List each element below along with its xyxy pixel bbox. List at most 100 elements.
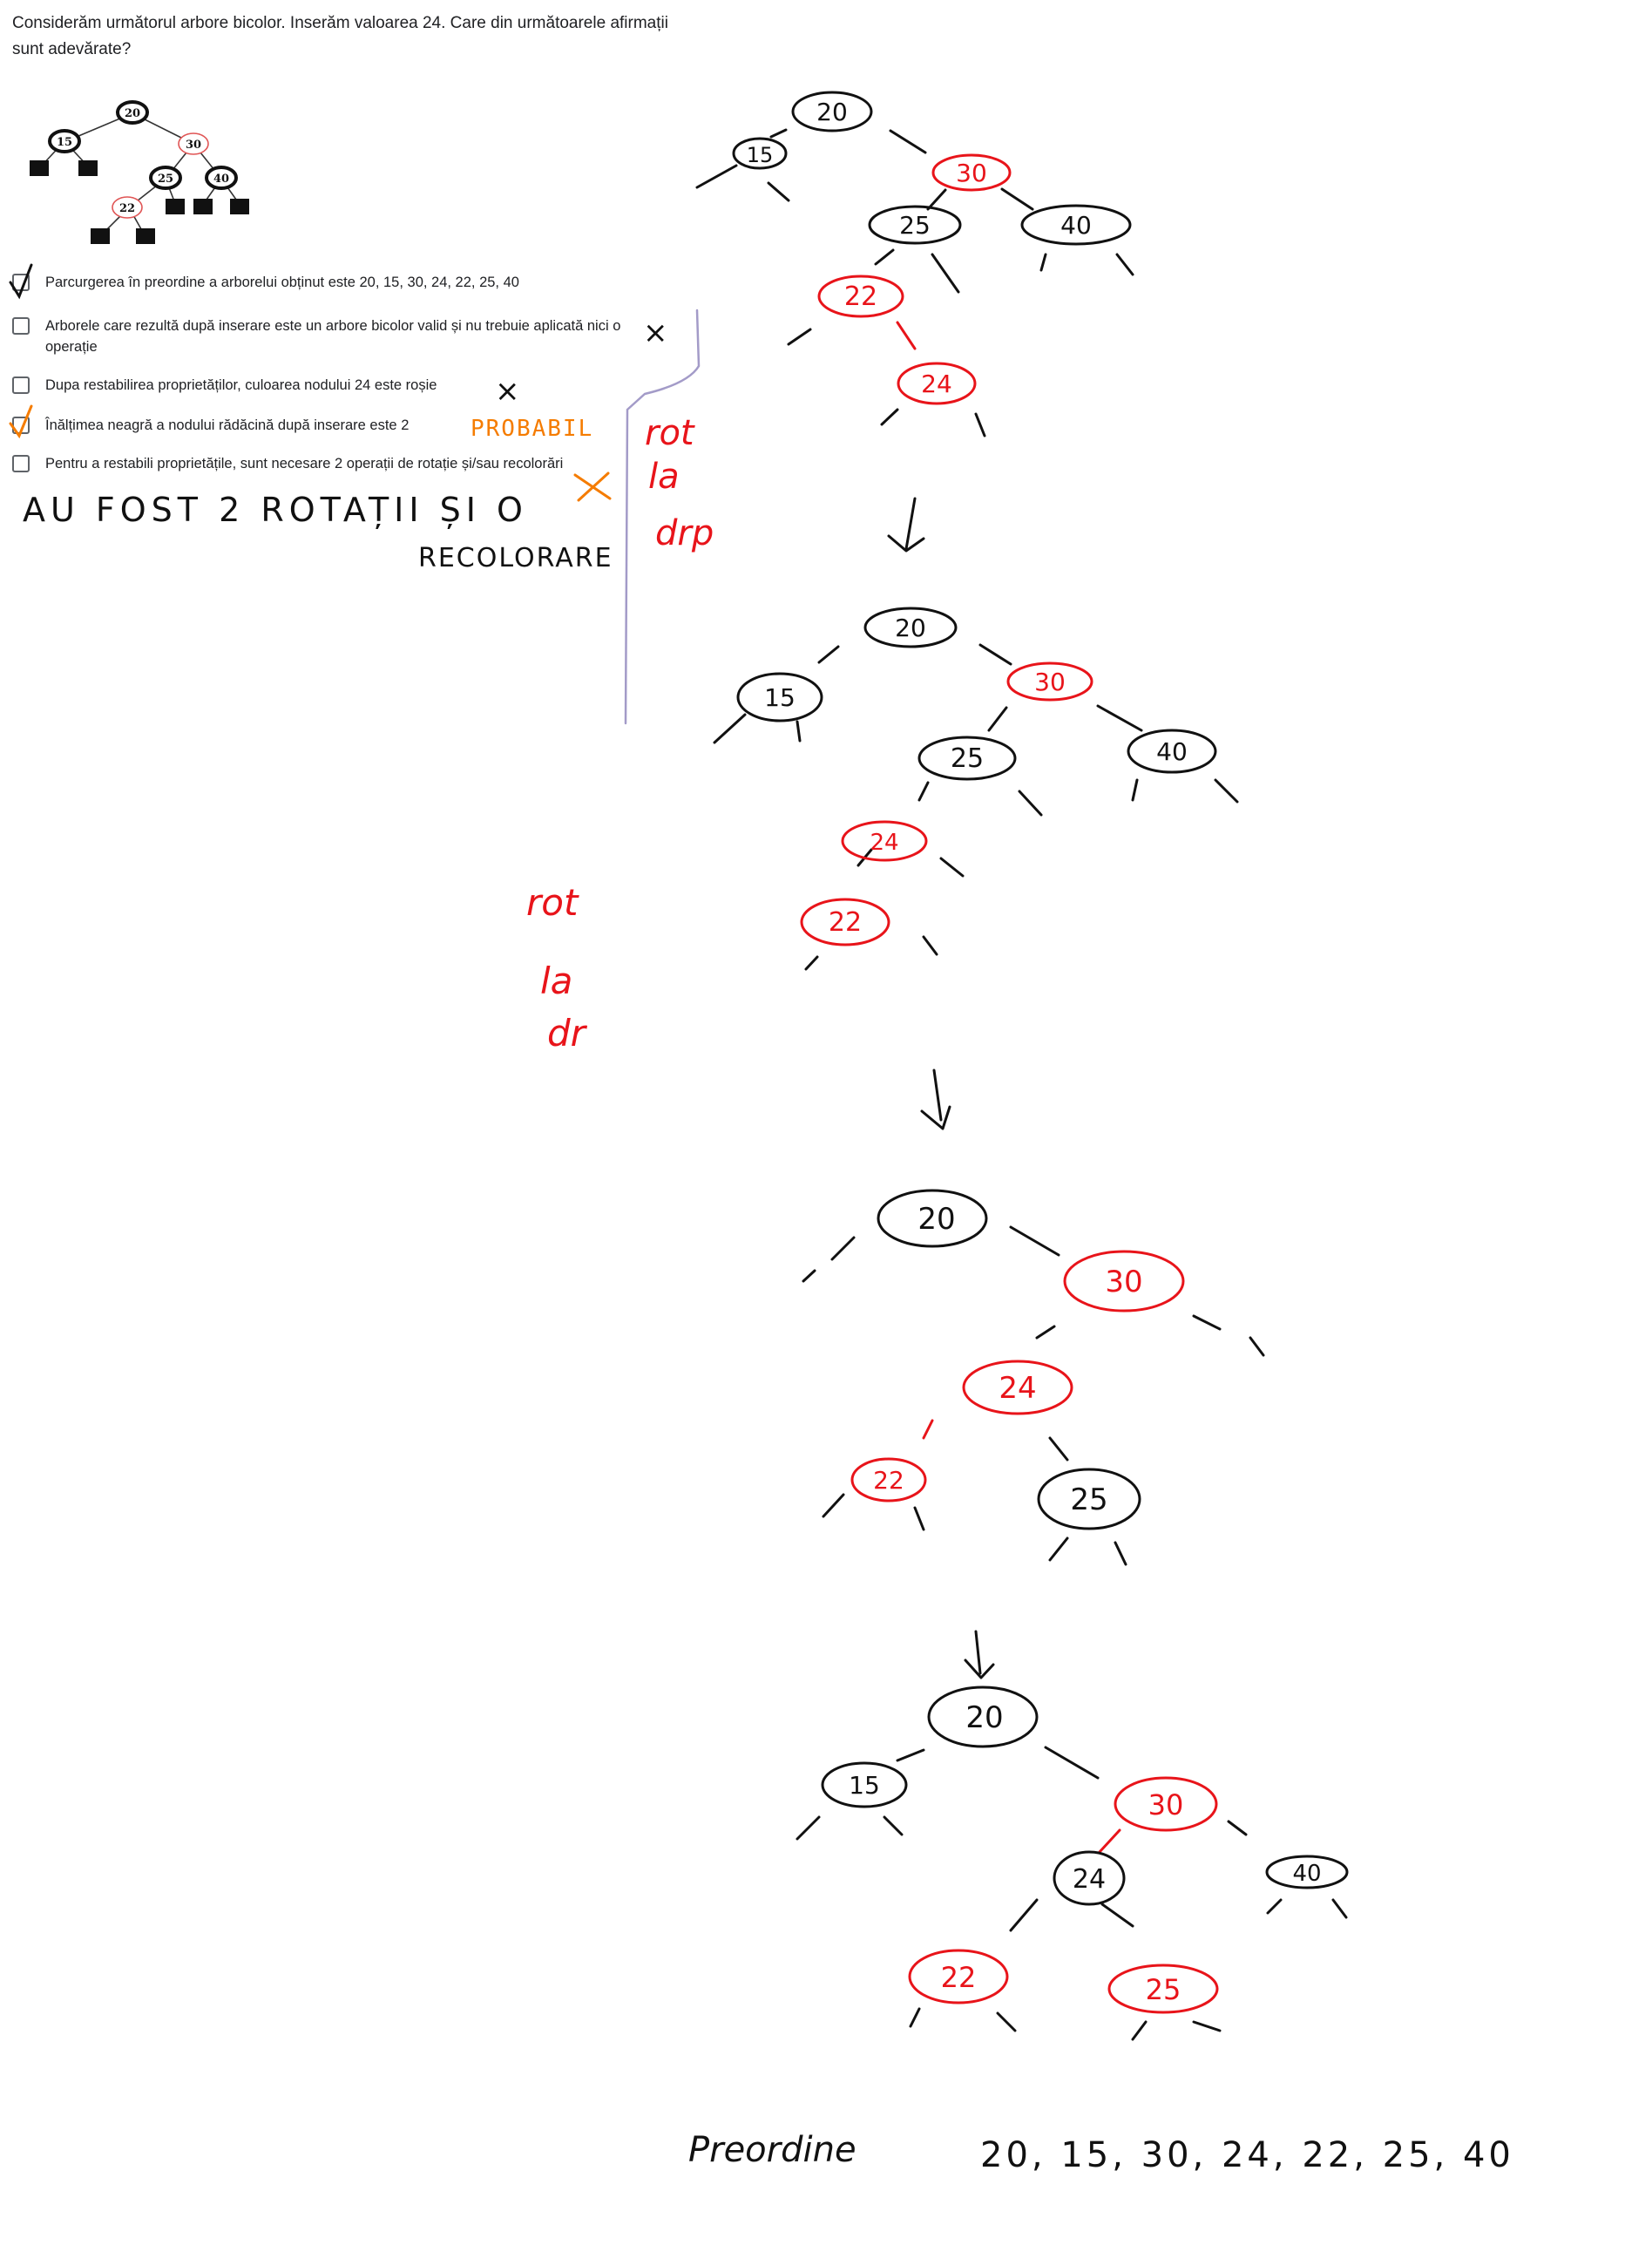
step2-node-25: 25 — [917, 736, 1017, 781]
fig-node-15: 15 — [48, 129, 81, 153]
fig-nil-leaf — [91, 228, 110, 244]
step1-node-24: 24 — [897, 362, 977, 405]
fig-node-40: 40 — [205, 166, 238, 190]
svg-text:30: 30 — [1034, 668, 1066, 696]
x-mark-option-2: × — [643, 315, 668, 350]
option-checkbox-2[interactable] — [12, 317, 30, 335]
orange-x-mark — [573, 471, 612, 502]
svg-text:20: 20 — [125, 107, 140, 120]
svg-text:30: 30 — [1105, 1265, 1142, 1299]
arrow-down-3 — [964, 1630, 995, 1679]
rot-note-b3: dr — [547, 1012, 588, 1055]
question-text: Considerăm următorul arbore bicolor. Ins… — [12, 14, 668, 58]
svg-text:15: 15 — [764, 683, 796, 712]
fig-nil-leaf — [230, 199, 249, 214]
step4-tree: 20 15 30 24 40 22 25 — [796, 1686, 1349, 2041]
step4-node-22: 22 — [908, 1949, 1009, 2004]
svg-text:15: 15 — [747, 143, 774, 167]
svg-text:20: 20 — [816, 98, 848, 126]
svg-text:22: 22 — [119, 202, 135, 215]
step4-node-40: 40 — [1265, 1855, 1349, 1889]
step1-node-22: 22 — [817, 275, 904, 318]
fig-nil-leaf — [136, 228, 155, 244]
divider-stroke — [624, 309, 701, 725]
step1-node-25: 25 — [868, 205, 962, 245]
au-fost-note: AU FOST 2 ROTAȚII ȘI O — [23, 491, 528, 529]
svg-text:25: 25 — [1070, 1482, 1107, 1517]
preorder-sequence: 20, 15, 30, 24, 22, 25, 40 — [980, 2135, 1514, 2175]
option-row-1[interactable]: Parcurgerea în preordine a arborelui obț… — [12, 272, 655, 293]
option-label-3: Dupa restabilirea proprietăților, culoar… — [45, 377, 437, 393]
fig-nil-leaf — [166, 199, 185, 214]
rot-note-1: rot — [645, 413, 695, 453]
step1-node-20: 20 — [791, 91, 873, 132]
arrow-down-1 — [887, 497, 925, 553]
svg-text:24: 24 — [1073, 1864, 1106, 1895]
svg-text:24: 24 — [999, 1371, 1036, 1406]
option-row-2[interactable]: Arborele care rezultă după inserare este… — [12, 315, 655, 357]
step3-node-25: 25 — [1037, 1468, 1141, 1530]
option-label-1: Parcurgerea în preordine a arborelui obț… — [45, 275, 519, 290]
svg-text:22: 22 — [829, 907, 862, 938]
step2-node-24: 24 — [841, 820, 928, 862]
option-row-5[interactable]: Pentru a restabili proprietățile, sunt n… — [12, 453, 655, 474]
svg-text:20: 20 — [895, 614, 926, 642]
check-mark-icon — [9, 263, 33, 300]
step4-node-24: 24 — [1053, 1850, 1126, 1906]
svg-text:20: 20 — [917, 1202, 955, 1237]
step3-node-24: 24 — [962, 1360, 1073, 1415]
option-row-4[interactable]: Înălțimea neagră a nodului rădăcină după… — [12, 415, 655, 436]
option-label-5: Pentru a restabili proprietățile, sunt n… — [45, 456, 564, 471]
step3-node-22: 22 — [850, 1457, 927, 1502]
step3-tree: 20 30 24 22 25 — [802, 1189, 1265, 1566]
step1-node-30: 30 — [931, 153, 1012, 192]
step2-node-22: 22 — [800, 898, 890, 946]
step3-node-20: 20 — [877, 1189, 988, 1248]
svg-text:24: 24 — [870, 830, 898, 856]
step2-node-20: 20 — [863, 607, 958, 648]
svg-text:40: 40 — [1060, 211, 1092, 240]
rot-note-2: la — [648, 457, 680, 497]
svg-text:22: 22 — [844, 282, 877, 312]
fig-node-22: 22 — [112, 196, 143, 219]
svg-text:40: 40 — [1292, 1861, 1321, 1887]
svg-text:25: 25 — [158, 173, 173, 186]
step2-node-40: 40 — [1127, 729, 1217, 774]
x-mark-option-3: × — [495, 374, 520, 409]
svg-text:15: 15 — [849, 1771, 880, 1800]
step4-node-30: 30 — [1114, 1776, 1218, 1832]
fig-nil-leaf — [78, 160, 98, 176]
step1-node-15: 15 — [732, 137, 788, 170]
rot-note-b2: la — [540, 960, 572, 1002]
step1-node-40: 40 — [1020, 204, 1132, 246]
step4-node-25: 25 — [1107, 1964, 1219, 2014]
svg-text:40: 40 — [1156, 737, 1188, 766]
fig-nil-leaf — [30, 160, 49, 176]
svg-text:30: 30 — [1148, 1788, 1184, 1821]
fig-nil-leaf — [193, 199, 213, 214]
option-checkbox-5[interactable] — [12, 455, 30, 472]
svg-text:30: 30 — [956, 159, 987, 187]
svg-text:22: 22 — [941, 1961, 977, 1994]
step4-node-15: 15 — [821, 1761, 908, 1808]
option-checkbox-3[interactable] — [12, 376, 30, 394]
recolorare-note: RECOLORARE — [418, 543, 613, 573]
step2-node-15: 15 — [736, 672, 823, 722]
arrow-down-2 — [920, 1068, 951, 1130]
step2-node-30: 30 — [1006, 661, 1093, 702]
check-mark-icon — [9, 404, 33, 439]
preordine-label: Preordine — [688, 2130, 856, 2170]
probabil-note: PROBABIL — [471, 416, 593, 442]
svg-text:24: 24 — [921, 370, 952, 398]
step1-tree: 20 15 30 25 40 22 24 — [695, 91, 1134, 438]
svg-text:40: 40 — [213, 173, 229, 186]
fig-node-25: 25 — [149, 166, 182, 190]
option-label-4: Înălțimea neagră a nodului rădăcină după… — [45, 417, 410, 433]
svg-text:22: 22 — [873, 1466, 904, 1495]
svg-text:25: 25 — [1146, 1973, 1181, 2006]
step3-node-30: 30 — [1063, 1250, 1185, 1313]
tree-figure: 20 15 30 25 40 22 — [30, 100, 249, 244]
option-row-3[interactable]: Dupa restabilirea proprietăților, culoar… — [12, 375, 655, 396]
step2-tree: 20 15 30 25 40 24 22 — [713, 607, 1239, 971]
